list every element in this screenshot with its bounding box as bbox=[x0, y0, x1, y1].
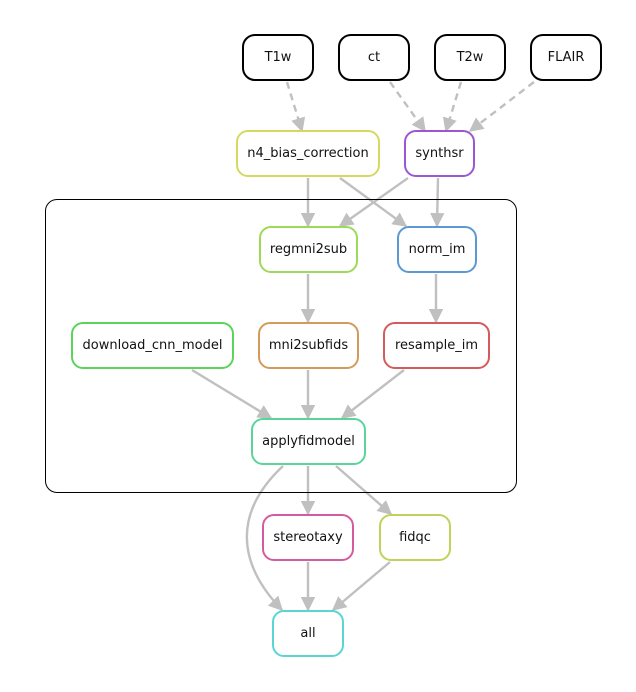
node-stereotaxy[interactable]: stereotaxy bbox=[262, 514, 354, 561]
edge-FLAIR-to-synthsr bbox=[468, 81, 535, 132]
node-label: n4_bias_correction bbox=[247, 146, 369, 161]
node-label: synthsr bbox=[415, 146, 464, 161]
edge-synthsr-to-norm-im bbox=[430, 177, 445, 228]
edges bbox=[191, 81, 535, 612]
node-label: stereotaxy bbox=[273, 530, 343, 545]
node-mni2subfids[interactable]: mni2subfids bbox=[258, 322, 359, 369]
node-label: all bbox=[300, 626, 316, 641]
edge-resample-im-to-applyfidmodel bbox=[340, 369, 405, 419]
node-regmni2sub[interactable]: regmni2sub bbox=[259, 226, 358, 273]
node-applyfidmodel[interactable]: applyfidmodel bbox=[251, 418, 366, 465]
node-FLAIR[interactable]: FLAIR bbox=[530, 34, 602, 81]
edge-download-cnn-model-to-applyfidmodel bbox=[191, 368, 273, 420]
node-T2w[interactable]: T2w bbox=[434, 34, 506, 81]
node-label: FLAIR bbox=[547, 50, 585, 65]
node-download-cnn-model[interactable]: download_cnn_model bbox=[71, 322, 234, 369]
node-norm-im[interactable]: norm_im bbox=[397, 226, 477, 273]
rule-cluster-group bbox=[45, 199, 517, 493]
node-resample-im[interactable]: resample_im bbox=[383, 322, 490, 369]
node-label: applyfidmodel bbox=[262, 434, 355, 449]
edge-applyfidmodel-to-fidqc bbox=[335, 465, 393, 515]
node-label: norm_im bbox=[408, 242, 466, 257]
node-synthsr[interactable]: synthsr bbox=[404, 130, 475, 177]
node-fidqc[interactable]: fidqc bbox=[379, 514, 451, 561]
edge-applyfidmodel-to-all bbox=[245, 465, 284, 612]
edge-T1w-to-n4-bias-correction bbox=[285, 81, 306, 133]
node-label: download_cnn_model bbox=[82, 338, 223, 353]
node-label: mni2subfids bbox=[268, 338, 349, 353]
node-label: T2w bbox=[456, 50, 484, 65]
node-label: fidqc bbox=[399, 530, 431, 545]
node-label: ct bbox=[367, 50, 381, 65]
edge-ct-to-synthsr bbox=[389, 81, 426, 133]
node-T1w[interactable]: T1w bbox=[242, 34, 314, 81]
node-label: T1w bbox=[264, 50, 292, 65]
edge-T2w-to-synthsr bbox=[442, 81, 463, 133]
edge-fidqc-to-all bbox=[331, 561, 391, 611]
node-all[interactable]: all bbox=[272, 610, 344, 657]
node-n4-bias-correction[interactable]: n4_bias_correction bbox=[236, 130, 380, 177]
node-label: regmni2sub bbox=[269, 242, 348, 257]
node-label: resample_im bbox=[394, 338, 479, 353]
node-ct[interactable]: ct bbox=[338, 34, 410, 81]
edge-synthsr-to-regmni2sub bbox=[338, 177, 409, 227]
